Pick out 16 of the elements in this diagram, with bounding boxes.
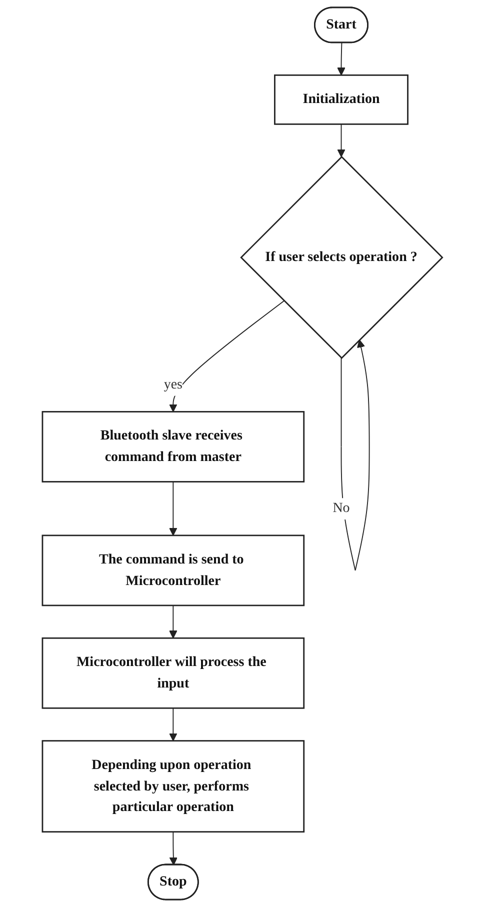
arrow	[169, 708, 178, 742]
node-box: Bluetooth slave receives command from master	[42, 411, 305, 482]
arrow	[169, 481, 178, 536]
node-box: Initialization	[274, 74, 409, 125]
edge-label: yes	[164, 377, 183, 392]
node-diamond: If user selects operation ?	[240, 156, 444, 360]
arrow	[169, 604, 178, 638]
edge-label: No	[332, 500, 350, 516]
arrow	[169, 300, 285, 412]
arrow	[340, 340, 370, 571]
arrow	[169, 831, 178, 866]
arrow	[337, 124, 346, 158]
node-box: Microcontroller will process the input	[42, 637, 305, 709]
arrow	[337, 42, 346, 76]
node-box: Depending upon operation selected by user, performs particular operation	[42, 740, 305, 833]
node-box: The command is send to Microcontroller	[42, 534, 305, 606]
